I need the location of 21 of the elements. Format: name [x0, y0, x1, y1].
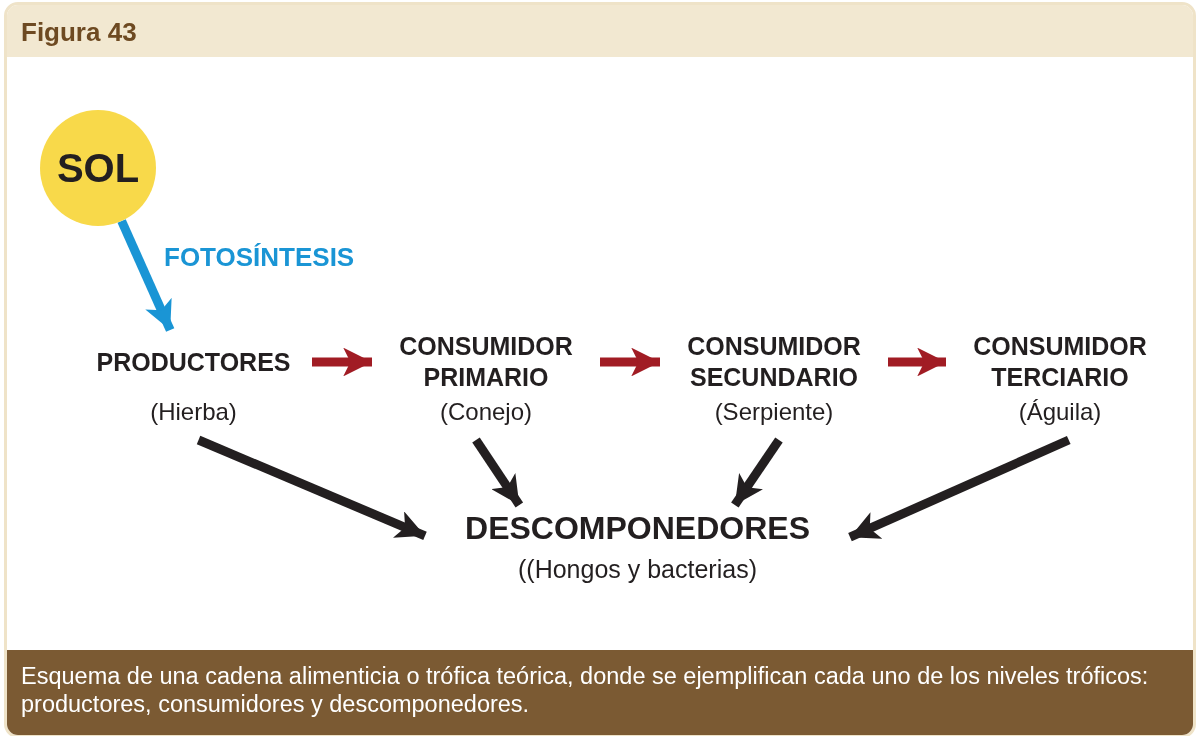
arrow	[472, 437, 524, 508]
arrow	[600, 347, 660, 377]
node-subtitle: (Serpiente)	[714, 398, 834, 426]
arrow	[196, 435, 427, 540]
node-heading: CONSUMIDOR TERCIARIO	[972, 331, 1148, 393]
node-heading: CONSUMIDOR SECUNDARIO	[686, 331, 862, 393]
node-subtitle: (Águila)	[1018, 398, 1102, 426]
arrow	[731, 437, 783, 508]
arrow	[117, 219, 175, 332]
caption-text: Esquema de una cadena alimenticia o trófica teórica, donde se ejemplifican cada uno de los niveles tróficos: productores, consumidores y descomponedores.	[21, 662, 1150, 719]
node-subtitle: (Conejo)	[439, 398, 532, 426]
node-label: SOL	[56, 145, 140, 191]
arrow	[848, 435, 1071, 542]
arrow	[312, 347, 372, 377]
node-heading: PRODUCTORES	[96, 346, 291, 378]
node-subtitle: (Hierba)	[150, 398, 237, 426]
node-subtitle: ((Hongos y bacterias)	[518, 555, 757, 584]
node-heading: DESCOMPONEDORES	[465, 512, 810, 544]
node-heading: CONSUMIDOR PRIMARIO	[398, 331, 574, 393]
arrow	[888, 347, 946, 377]
figure-title: Figura 43	[21, 17, 137, 48]
